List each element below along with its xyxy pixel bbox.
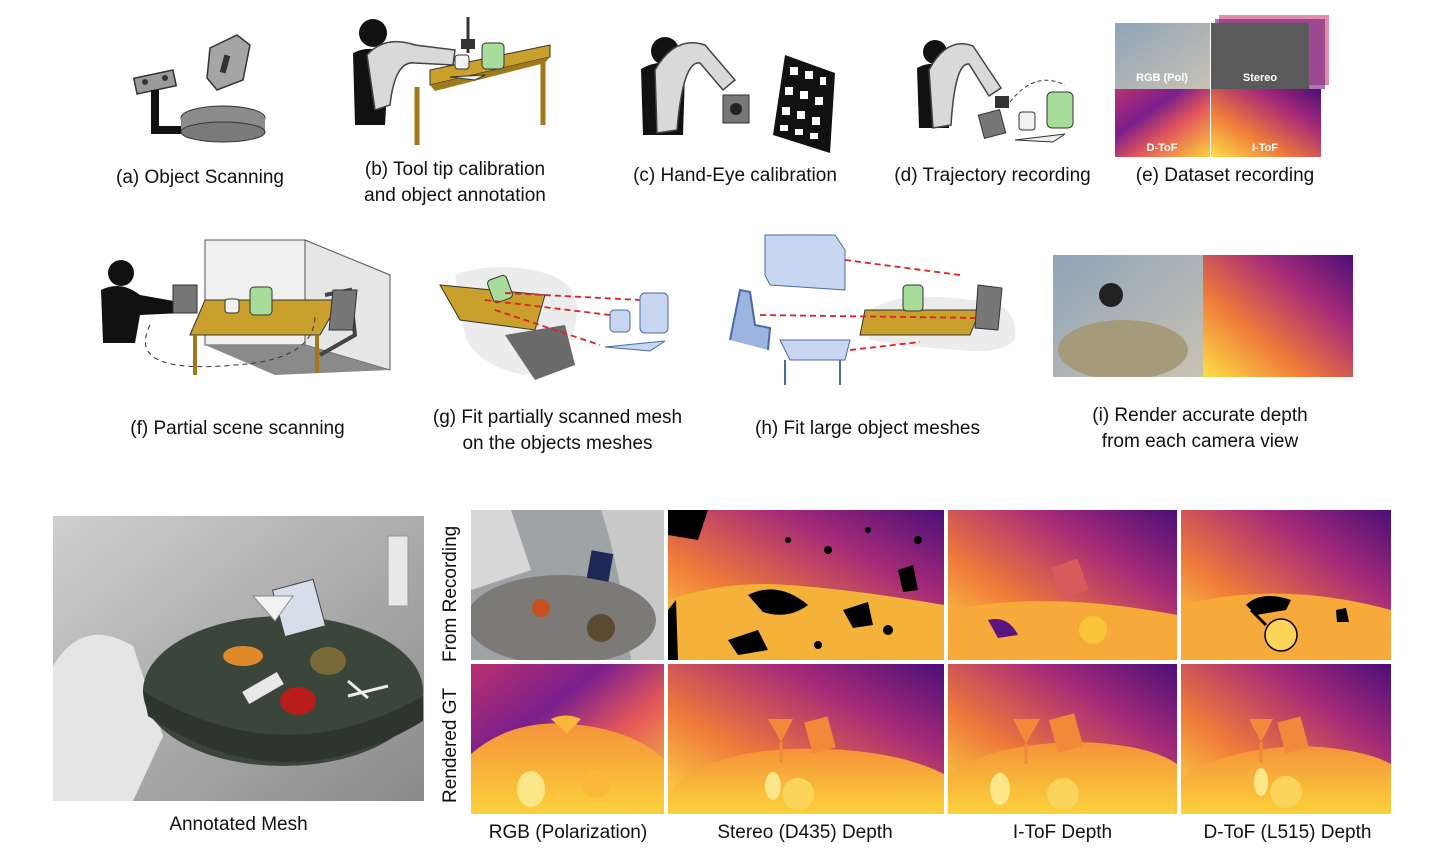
dataset-tiles: RGB (Pol) Stereo D-ToF I-ToF	[1115, 15, 1329, 157]
caption-line: (c) Hand-Eye calibration	[633, 165, 837, 186]
caption-line: (b) Tool tip calibration	[364, 159, 546, 180]
object-scanning-illustration	[132, 34, 266, 143]
caption-line: Annotated Mesh	[169, 814, 308, 835]
trajectory-illustration	[917, 40, 1074, 143]
dtof-recording-depth	[1181, 510, 1391, 660]
column-label-dtof: D-ToF (L515) Depth	[1180, 820, 1395, 846]
panel-object-scanning	[125, 30, 285, 145]
caption-line: (d) Trajectory recording	[894, 165, 1091, 186]
caption-step-a: (a) Object Scanning	[105, 165, 295, 191]
fit-partial-mesh-illustration	[439, 266, 669, 380]
caption-line: (e) Dataset recording	[1135, 165, 1315, 186]
caption-step-c: (c) Hand-Eye calibration	[610, 163, 860, 189]
panel-trajectory-recording	[915, 30, 1095, 155]
panel-fit-large-meshes	[720, 230, 1030, 390]
caption-step-e: (e) Dataset recording	[1115, 163, 1335, 189]
hand-eye-illustration	[641, 37, 835, 153]
dtof-rendered-depth	[1181, 664, 1391, 814]
caption-line: on the objects meshes	[462, 433, 653, 454]
column-label-itof: I-ToF Depth	[948, 820, 1177, 846]
caption-line: Stereo (D435) Depth	[717, 822, 893, 843]
panel-dataset-recording: RGB (Pol) Stereo D-ToF I-ToF	[1115, 15, 1330, 160]
caption-line: (i) Render accurate depth	[1092, 405, 1308, 426]
fit-large-meshes-illustration	[729, 234, 1016, 385]
dtof-tile	[1115, 89, 1210, 157]
caption-line: RGB (Polarization)	[488, 822, 648, 843]
caption-step-g: (g) Fit partially scanned mesh on the ob…	[420, 405, 695, 457]
tool-tip-illustration	[353, 17, 551, 145]
panel-hand-eye-calibration	[635, 25, 845, 155]
caption-line: (h) Fit large object meshes	[755, 418, 980, 439]
caption-step-i: (i) Render accurate depth from each came…	[1060, 403, 1340, 455]
itof-tile-label: I-ToF	[1252, 142, 1278, 154]
panel-partial-scene-scanning	[95, 235, 395, 385]
caption-line: from each camera view	[1101, 431, 1299, 452]
caption-line: (f) Partial scene scanning	[130, 418, 345, 439]
row-label-rendered: Rendered GT	[440, 687, 461, 803]
depth-render-view	[1203, 255, 1353, 377]
caption-line: I-ToF Depth	[1012, 822, 1113, 843]
annotated-mesh-render	[53, 516, 424, 801]
stereo-tile-label: Stereo	[1243, 72, 1278, 84]
itof-recording-depth	[948, 510, 1177, 660]
caption-line: (g) Fit partially scanned mesh	[432, 407, 683, 428]
panel-fit-partial-mesh	[435, 255, 680, 385]
caption-step-h: (h) Fit large object meshes	[735, 416, 1000, 442]
row-label-recording: From Recording	[440, 525, 461, 662]
column-label-rgb: RGB (Polarization)	[468, 820, 668, 846]
stereo-rendered-depth	[668, 664, 944, 814]
rgb-tile	[1115, 23, 1210, 89]
dtof-tile-label: D-ToF	[1147, 142, 1178, 154]
rgb-rendered-depth	[471, 664, 664, 814]
mesh-caption: Annotated Mesh	[53, 812, 424, 838]
rgb-tile-label: RGB (Pol)	[1136, 72, 1188, 84]
render-depth-images	[1053, 255, 1353, 380]
panel-tool-tip-calibration	[345, 15, 560, 150]
stereo-recording-depth	[668, 510, 944, 660]
caption-line: D-ToF (L515) Depth	[1203, 822, 1372, 843]
caption-step-d: (d) Trajectory recording	[880, 163, 1105, 189]
itof-rendered-depth	[948, 664, 1177, 814]
caption-line: and object annotation	[364, 185, 546, 206]
stereo-tile	[1211, 23, 1309, 89]
rgb-recording-image	[471, 510, 664, 660]
itof-tile	[1211, 89, 1321, 157]
caption-line: (a) Object Scanning	[116, 167, 284, 188]
scene-scanning-illustration	[101, 239, 391, 375]
column-label-stereo: Stereo (D435) Depth	[690, 820, 920, 846]
caption-step-f: (f) Partial scene scanning	[115, 416, 360, 442]
panel-render-depth	[1053, 255, 1353, 380]
caption-step-b: (b) Tool tip calibration and object anno…	[330, 157, 580, 209]
